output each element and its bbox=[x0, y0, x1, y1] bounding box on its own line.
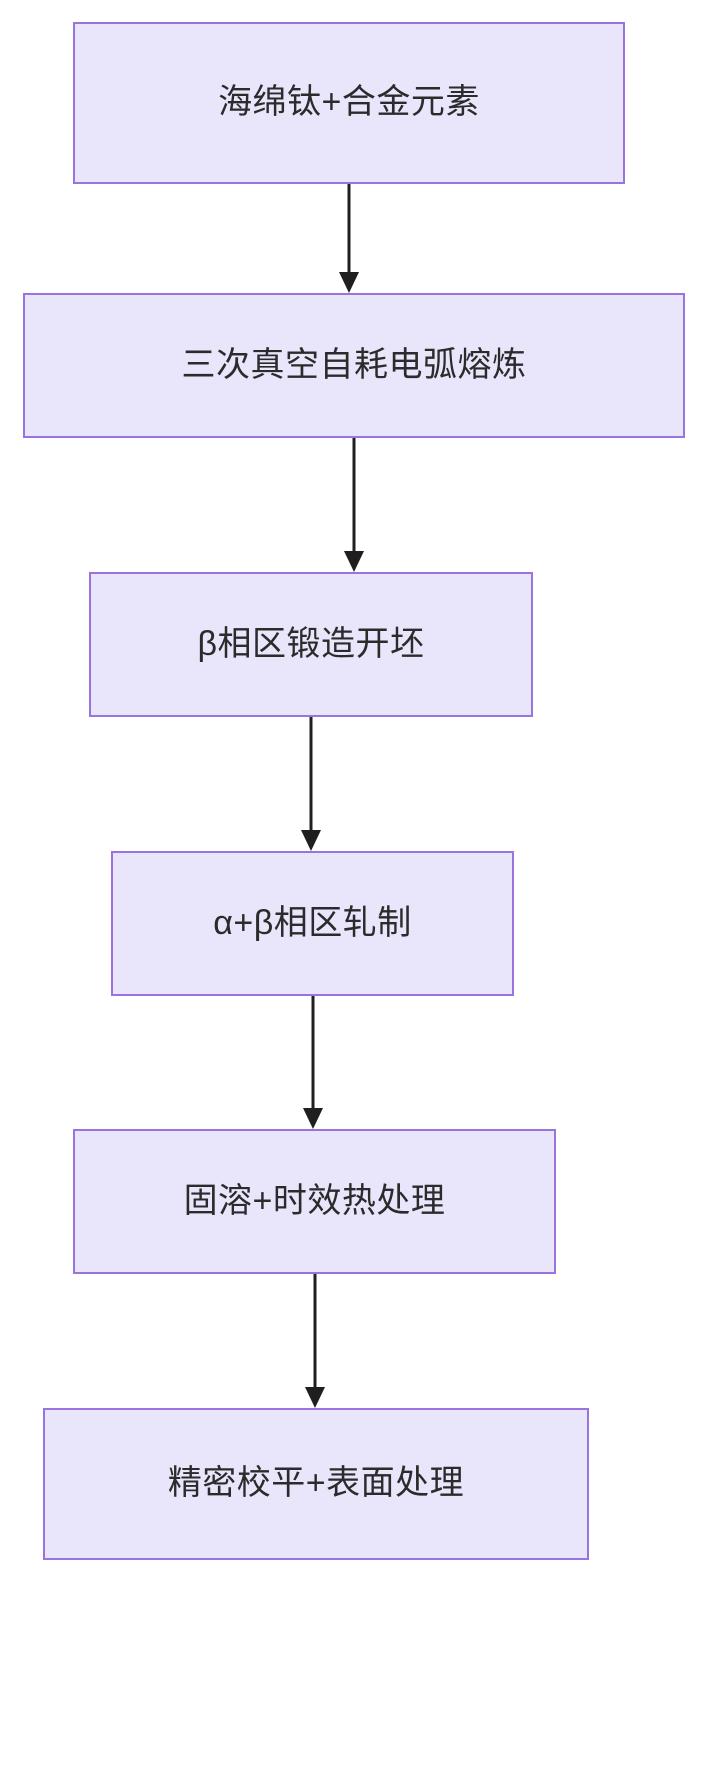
edge-n4-n5 bbox=[303, 996, 323, 1129]
flow-node-label: 固溶+时效热处理 bbox=[183, 1181, 446, 1220]
flow-node-beta-forging[interactable]: β相区锻造开坯 bbox=[89, 572, 533, 717]
flow-node-vacuum-arc-remelting[interactable]: 三次真空自耗电弧熔炼 bbox=[23, 293, 685, 438]
flow-node-solution-aging-heat-treatment[interactable]: 固溶+时效热处理 bbox=[73, 1129, 556, 1274]
flow-node-label: α+β相区轧制 bbox=[213, 903, 412, 942]
flow-node-label: β相区锻造开坯 bbox=[197, 624, 425, 663]
flow-node-alpha-beta-rolling[interactable]: α+β相区轧制 bbox=[111, 851, 514, 996]
edge-n2-n3 bbox=[344, 438, 364, 572]
edge-n5-n6 bbox=[305, 1274, 325, 1408]
flow-node-raw-material[interactable]: 海绵钛+合金元素 bbox=[73, 22, 625, 184]
flow-node-label: 三次真空自耗电弧熔炼 bbox=[181, 345, 527, 384]
edge-n1-n2 bbox=[339, 184, 359, 293]
edge-n3-n4 bbox=[301, 717, 321, 851]
flow-node-label: 精密校平+表面处理 bbox=[167, 1464, 465, 1503]
flow-node-label: 海绵钛+合金元素 bbox=[218, 83, 480, 122]
flow-node-precision-leveling-surface-treatment[interactable]: 精密校平+表面处理 bbox=[43, 1408, 589, 1560]
